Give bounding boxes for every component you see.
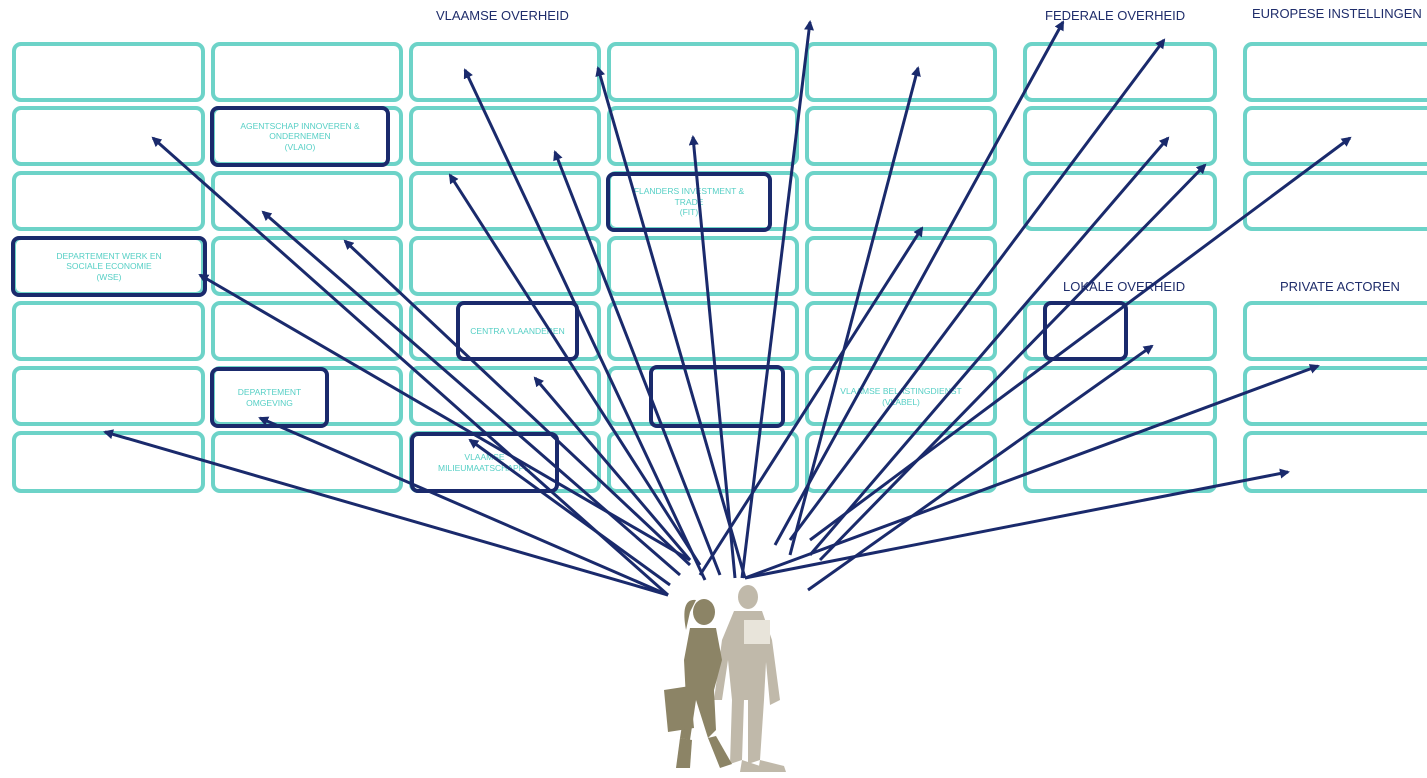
arrow	[598, 68, 745, 578]
arrow	[808, 346, 1152, 590]
arrow	[810, 138, 1350, 540]
arrow	[465, 70, 705, 580]
arrow	[810, 138, 1168, 555]
arrow	[790, 40, 1164, 540]
arrow	[775, 22, 1063, 545]
arrow	[700, 228, 922, 575]
arrow	[555, 152, 720, 575]
business-people-silhouette-icon	[664, 585, 786, 772]
arrow	[200, 275, 690, 560]
arrow	[105, 432, 668, 595]
arrow	[745, 472, 1288, 578]
arrow	[693, 137, 735, 578]
arrow	[260, 418, 668, 595]
arrow	[450, 175, 700, 565]
arrow	[470, 440, 670, 585]
